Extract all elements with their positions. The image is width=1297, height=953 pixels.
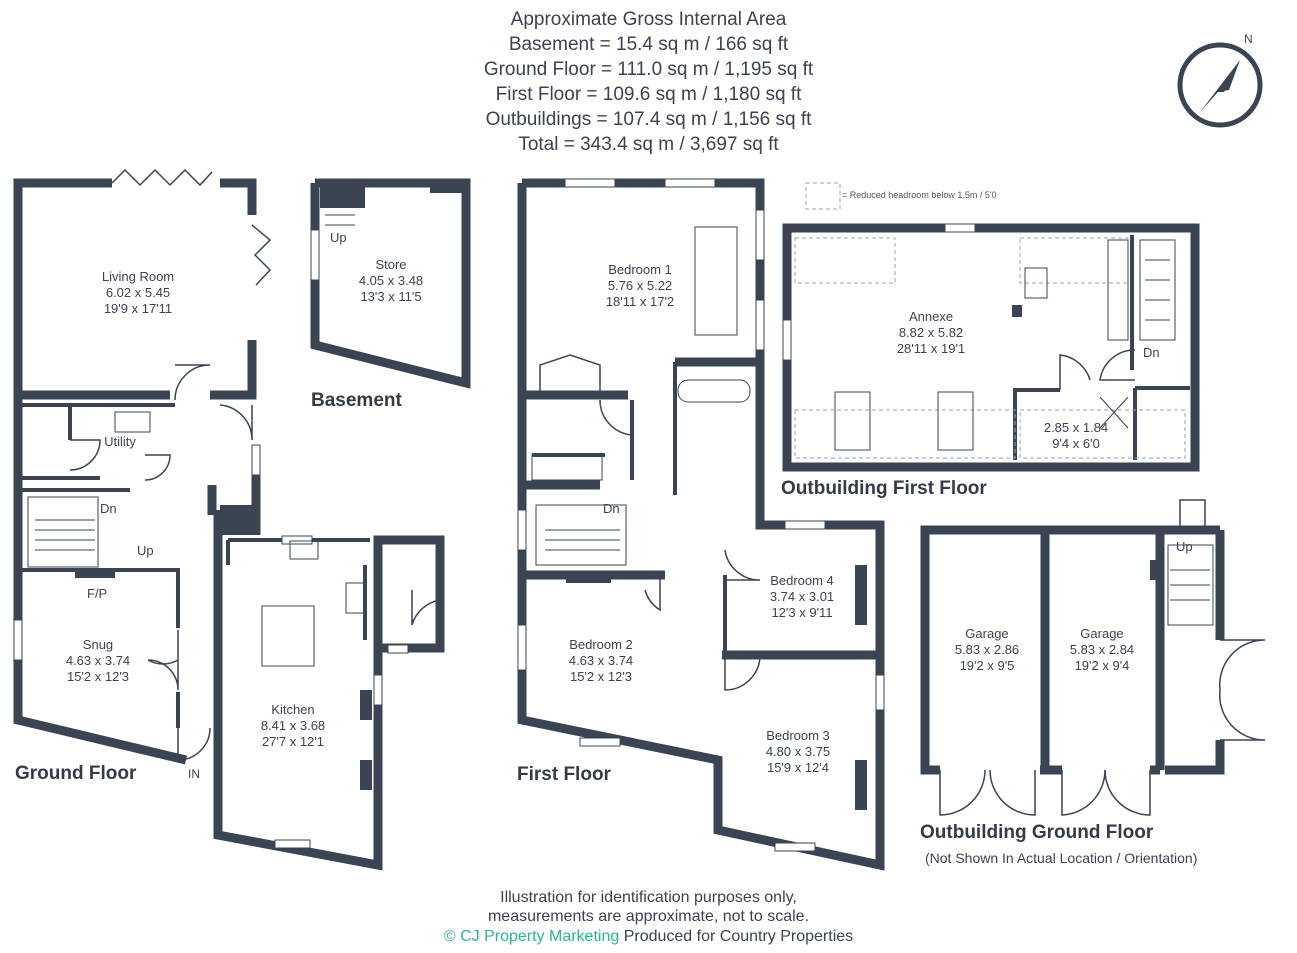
area-title: Approximate Gross Internal Area <box>510 9 787 30</box>
outbuilding-note: (Not Shown In Actual Location / Orientat… <box>925 850 1198 866</box>
title-outbuilding-ground-floor: Outbuilding Ground Floor <box>920 822 1154 843</box>
compass-letter: N <box>1244 32 1253 46</box>
legend-text: = Reduced headroom below 1.5m / 5'0 <box>842 190 997 200</box>
wall-blocks <box>75 183 1160 810</box>
stairs <box>35 214 1210 601</box>
mark-dn-ground: Dn <box>100 501 117 516</box>
doors <box>69 168 1266 816</box>
area-basement: Basement = 15.4 sq m / 166 sq ft <box>508 34 789 55</box>
area-total: Total = 343.4 sq m / 3,697 sq ft <box>518 134 779 155</box>
mark-up-ground: Up <box>137 543 154 558</box>
fixtures <box>27 226 1214 667</box>
footer-line-2: measurements are approximate, not to sca… <box>487 908 810 925</box>
brand-credit: © CJ Property Marketing <box>443 928 620 945</box>
mark-dn-annexe: Dn <box>1143 345 1160 360</box>
title-ground-floor: Ground Floor <box>15 763 137 784</box>
footer-line-1: Illustration for identification purposes… <box>500 889 797 906</box>
area-outbuildings: Outbuildings = 107.4 sq m / 1,156 sq ft <box>485 109 812 130</box>
area-ground-floor: Ground Floor = 111.0 sq m / 1,195 sq ft <box>483 59 814 80</box>
windows <box>13 178 976 852</box>
room-utility: Utility <box>104 434 136 449</box>
reduced-headroom-zones <box>794 182 1186 459</box>
footer-credits: © CJ Property Marketing Produced for Cou… <box>0 926 1297 947</box>
mark-up-basement: Up <box>330 230 347 245</box>
area-first-floor: First Floor = 109.6 sq m / 1,180 sq ft <box>495 84 802 105</box>
title-basement: Basement <box>311 390 402 411</box>
produced-credit: Produced for Country Properties <box>623 928 854 945</box>
north-arrow-icon <box>1177 42 1263 128</box>
outbuilding-ground-floor-walls <box>920 525 1225 775</box>
ground-floor-walls <box>13 178 445 871</box>
mark-in: IN <box>188 767 200 781</box>
mark-dn-first: Dn <box>603 501 620 516</box>
mark-up-outbuilding: Up <box>1176 539 1193 554</box>
headroom-legend: = Reduced headroom below 1.5m / 5'0 <box>842 190 997 200</box>
mark-fp: F/P <box>87 586 108 601</box>
title-first-floor: First Floor <box>517 764 611 785</box>
basement-walls <box>310 178 471 389</box>
title-outbuilding-first-floor: Outbuilding First Floor <box>781 478 987 499</box>
